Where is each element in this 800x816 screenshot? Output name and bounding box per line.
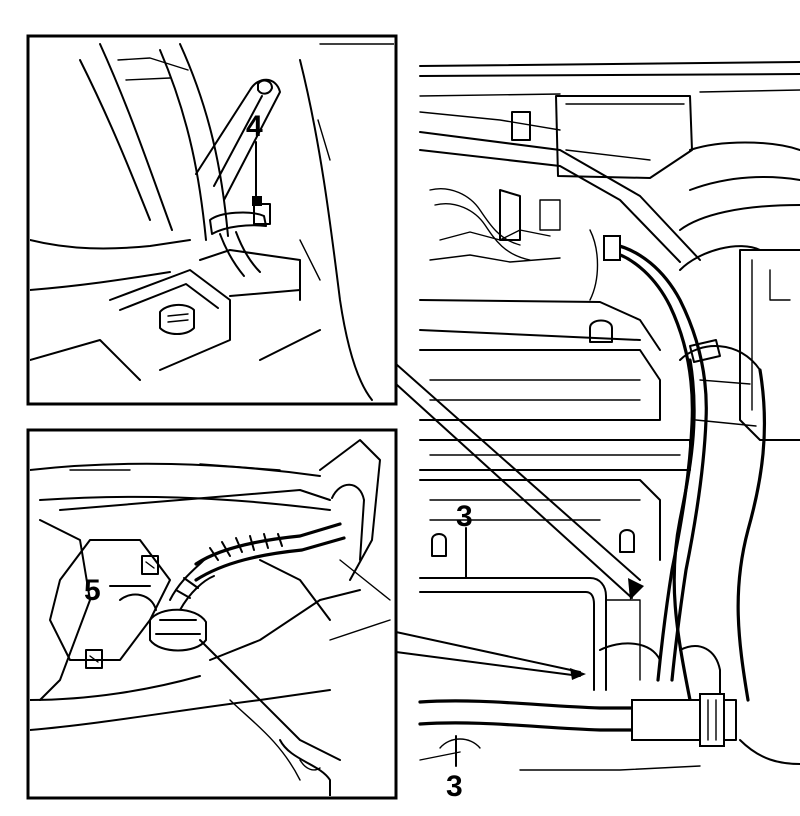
callout-3-upper: 3 (456, 500, 473, 533)
callout-4: 4 (246, 110, 263, 143)
inset-detail-clamp (26, 34, 398, 406)
callout-5: 5 (84, 574, 101, 607)
callout-3-lower: 3 (446, 770, 463, 803)
inset-detail-sensor (26, 428, 398, 800)
zoom-pointer-lines (395, 363, 644, 680)
main-engine-view (418, 61, 800, 771)
